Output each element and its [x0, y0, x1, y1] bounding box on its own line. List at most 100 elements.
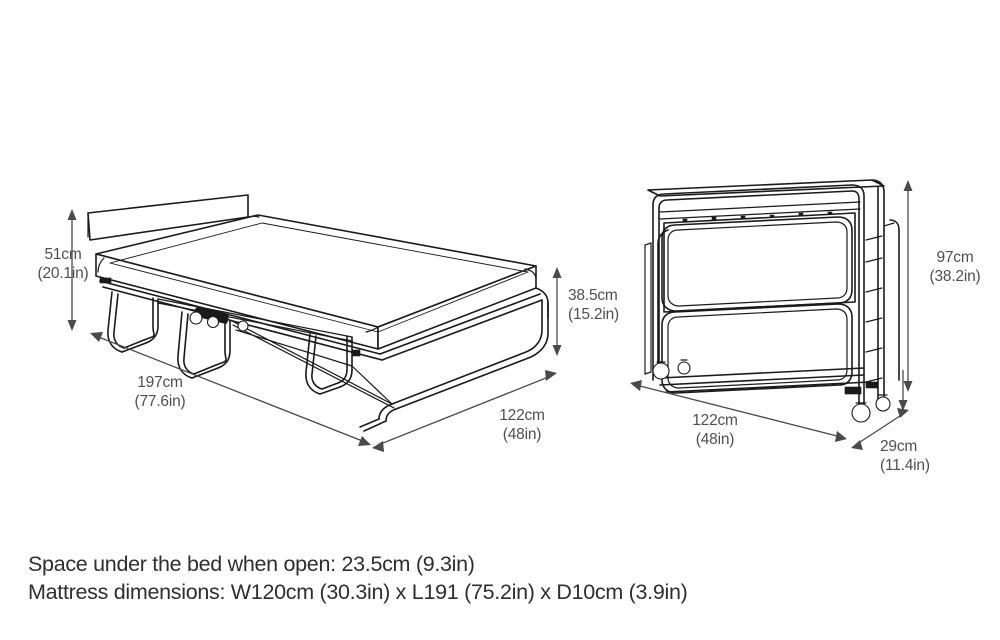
dim-underframe-cm: 38.5cm [568, 287, 618, 304]
mattress-seam-lower [109, 262, 529, 333]
dim-width-folded-in: (48in) [695, 431, 735, 448]
center-leg-right-b [337, 335, 348, 384]
left-leg-a-bottom [121, 342, 147, 353]
open-bed-drawing [87, 194, 549, 432]
right-outer-rail [889, 219, 900, 381]
frame-right-foot-bottom-b [363, 420, 387, 432]
caster-wheel-left-2 [677, 361, 691, 375]
folded-inner-frame-upper-b [667, 221, 848, 307]
dim-length-open [90, 332, 371, 446]
caption-block: Space under the bed when open: 23.5cm (9… [28, 550, 928, 606]
left-leg-a-bottom-b [123, 339, 145, 349]
dim-width-folded-arrow-start [630, 380, 642, 391]
right-brace-6 [865, 377, 883, 383]
dim-height-open-cm: 51cm [44, 246, 82, 263]
rail-bracket [351, 349, 361, 357]
mattress-corner-back [247, 215, 260, 218]
dim-length-open-cm: 197cm [137, 374, 183, 391]
dim-height-open [67, 209, 77, 331]
dim-underframe-arrow-top [552, 267, 562, 278]
left-latch [99, 277, 112, 284]
dim-length-open-arrow-end [358, 436, 371, 446]
dim-underframe-height [552, 267, 562, 356]
caster-wheel-right-1 [851, 403, 871, 423]
folded-deck-panel [663, 212, 856, 313]
hinge-arm [187, 304, 201, 308]
brace-mid [235, 329, 393, 405]
dim-depth-folded-cm: 29cm [880, 438, 918, 455]
frame-right-foot-corner-b [385, 408, 397, 422]
folded-bottom-rail [659, 367, 865, 379]
left-leg-b-bottom-b [193, 364, 217, 375]
dim-width-folded-line [635, 384, 842, 438]
right-brace-3 [865, 287, 883, 293]
right-brace-2 [865, 257, 883, 263]
dim-height-open-in: (20.1in) [37, 265, 89, 282]
dim-depth-folded-in: (11.4in) [880, 457, 930, 474]
mattress-corner-right [524, 268, 537, 279]
right-outer-rail-tie [883, 222, 895, 227]
dim-depth-folded-arrow-end [897, 408, 909, 418]
right-brace-5 [865, 347, 883, 353]
frame-right-leg-top-b [395, 302, 549, 410]
folded-outer-top-rail [652, 184, 853, 206]
folded-outer-right-post-rear [871, 179, 885, 405]
caption-mattress-dimensions: Mattress dimensions: W120cm (30.3in) x L… [28, 580, 688, 604]
dim-width-open [372, 370, 557, 452]
folded-left-outer-strip [644, 242, 652, 375]
center-leg-left [305, 333, 321, 395]
folded-inner-frame-upper [661, 216, 853, 312]
dim-label-underframe-height: 38.5cm (15.2in) [568, 286, 688, 324]
caster-bracket-right [844, 386, 862, 395]
caster-bracket-rear [865, 381, 879, 389]
dim-width-open-cm: 122cm [499, 407, 545, 424]
dim-underframe-arrow-bottom [552, 345, 562, 356]
dim-length-open-line [95, 335, 366, 443]
left-leg-b-right-b [215, 318, 227, 366]
hinge-pivot-far [237, 320, 249, 332]
dim-width-open-arrow-start [372, 441, 384, 452]
dim-label-height-folded: 97cm (38.2in) [912, 248, 998, 286]
center-leg-left-b [311, 335, 323, 390]
brace-upper-b [157, 302, 353, 342]
left-leg-a-right-b [143, 297, 155, 341]
frame-rail-right [379, 293, 541, 355]
dim-depth-folded [851, 370, 909, 450]
dim-underframe-in: (15.2in) [568, 306, 619, 323]
brace-lower [229, 319, 393, 405]
dim-length-open-in: (77.6in) [134, 393, 186, 410]
frame-rail-front [99, 280, 381, 355]
brace-lower-b [232, 324, 395, 409]
folded-bed-drawing [644, 179, 900, 423]
dim-width-open-in: (48in) [502, 426, 542, 443]
dim-width-folded-cm: 122cm [692, 412, 738, 429]
folded-inner-frame-lower-b [667, 308, 848, 389]
frame-right-foot-corner [378, 403, 393, 420]
folded-outer-right-post-b [851, 190, 860, 413]
caption-space-under-bed: Space under the bed when open: 23.5cm (9… [28, 552, 475, 576]
dim-height-folded-arrow-top [903, 180, 913, 191]
left-leg-b-bottom [191, 367, 219, 379]
center-leg-bottom [319, 386, 341, 395]
dim-label-depth-folded: 29cm (11.4in) [880, 437, 990, 475]
frame-right-foot-bottom [359, 418, 380, 428]
dim-height-folded-cm: 97cm [936, 249, 974, 266]
dim-width-folded [630, 380, 847, 442]
folded-slat-rail-b [659, 208, 861, 220]
center-leg-bottom-b [321, 382, 339, 390]
dim-height-open-arrow-top [67, 209, 77, 220]
right-brace-1 [865, 235, 883, 241]
dim-depth-folded-arrow-start [851, 440, 863, 450]
dim-label-width-open: 122cm (48in) [462, 406, 582, 444]
left-leg-b-right [217, 319, 231, 369]
dim-width-folded-arrow-end [835, 431, 847, 442]
frame-rail-right-b [381, 299, 543, 361]
folded-bottom-rail-b [659, 374, 865, 386]
folded-outer-right-post [851, 184, 865, 416]
hinge-pivot-left [189, 311, 203, 325]
folded-outer-top-rail-b [658, 190, 853, 209]
dim-label-height-open: 51cm (20.1in) [8, 245, 118, 283]
left-leg-a-right [145, 298, 159, 344]
